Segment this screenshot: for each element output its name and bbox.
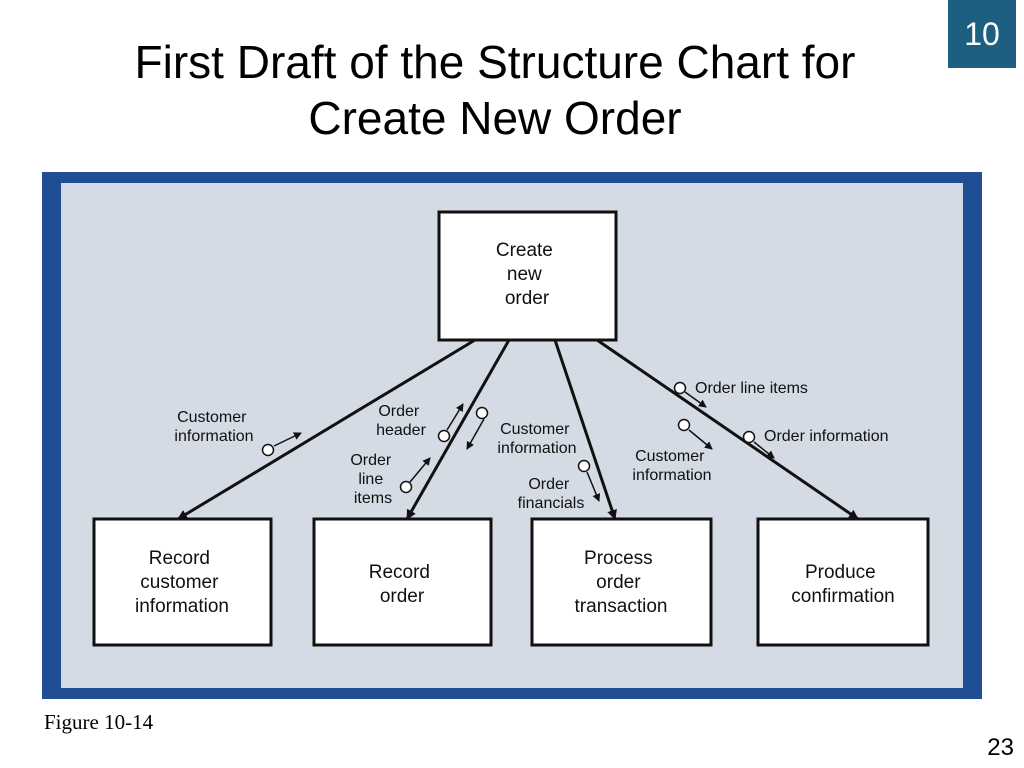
figure-caption: Figure 10-14 [44, 710, 154, 734]
data-couple-order-header [437, 403, 464, 443]
data-couple-order-line-items-2 [673, 381, 707, 408]
page-number: 23 [987, 734, 1014, 761]
diagram-frame: Create new order Record customer informa… [42, 172, 982, 699]
module-label-record-customer-information: Record customer information [135, 548, 229, 617]
couple-label-customer-information-2: Customer information [497, 421, 576, 457]
module-record-customer-information [92, 517, 273, 647]
data-couple-order-financials [577, 459, 601, 502]
module-create-new-order [437, 210, 618, 342]
data-couple-customer-information-1 [261, 432, 302, 457]
module-label-create-new-order: Create new order [496, 240, 558, 309]
data-couple-customer-information-2 [466, 406, 489, 450]
couple-label-order-information: Order information [764, 428, 889, 445]
chapter-badge: 10 [948, 0, 1016, 68]
connector-root-to-process-order [553, 339, 617, 520]
connector-root-to-record-customer [177, 338, 476, 521]
diagram-panel: Create new order Record customer informa… [61, 183, 963, 688]
module-process-order-transaction [530, 517, 713, 647]
module-label-produce-confirmation: Produce confirmation [791, 562, 895, 607]
connector-root-to-produce-confirmation [596, 338, 859, 521]
data-couple-order-information [742, 430, 775, 459]
data-couple-customer-information-3 [677, 418, 713, 450]
module-label-record-order: Record order [369, 562, 436, 607]
couple-label-customer-information-3: Customer information [632, 448, 711, 484]
title-line-2: Create New Order [308, 92, 682, 144]
data-couple-order-line-items-1 [399, 457, 431, 494]
title-line-1: First Draft of the Structure Chart for [134, 36, 856, 88]
module-record-order [312, 517, 493, 647]
couple-label-order-line-items-1: Order line items [350, 452, 395, 507]
module-label-process-order-transaction: Process order transaction [575, 548, 668, 617]
couple-label-customer-information-1: Customer information [174, 409, 253, 445]
couple-label-order-line-items-2: Order line items [695, 380, 808, 397]
couple-label-order-header: Order header [376, 403, 426, 439]
slide-title: First Draft of the Structure Chart for C… [60, 34, 930, 146]
couple-label-order-financials: Order financials [518, 476, 585, 512]
structure-chart: Create new order Record customer informa… [92, 210, 930, 647]
module-produce-confirmation [756, 517, 930, 647]
connector-root-to-record-order [405, 339, 511, 520]
